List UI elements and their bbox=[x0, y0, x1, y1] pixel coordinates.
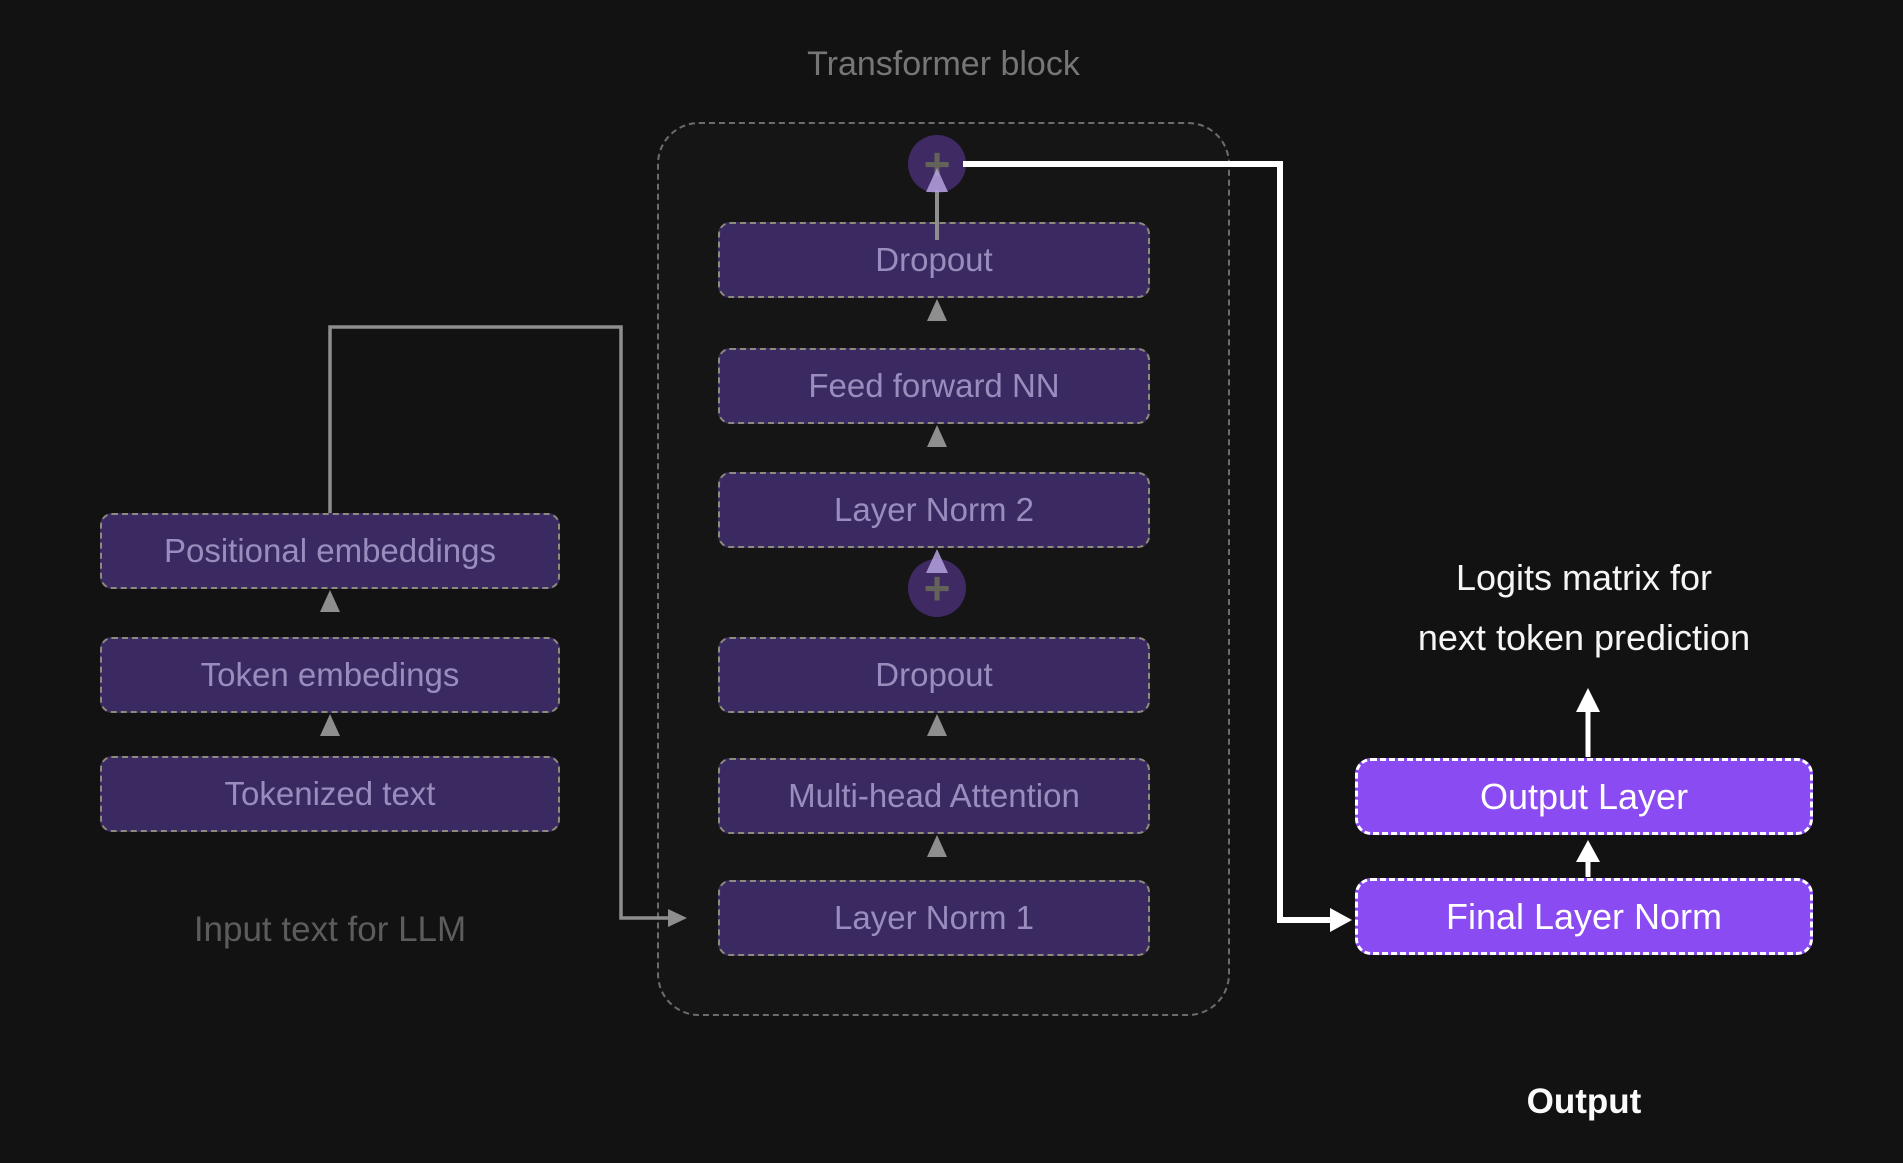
node-tokenized-text: Tokenized text bbox=[100, 756, 560, 832]
node-dropout-upper: Dropout bbox=[718, 222, 1150, 298]
node-label: Multi-head Attention bbox=[788, 777, 1080, 814]
node-token-embedings: Token embedings bbox=[100, 637, 560, 713]
node-final-layer-norm: Final Layer Norm bbox=[1355, 878, 1813, 955]
node-label: Final Layer Norm bbox=[1445, 895, 1723, 937]
node-layer-norm-2: Layer Norm 2 bbox=[718, 472, 1150, 548]
node-label: Tokenized text bbox=[224, 775, 436, 812]
output-caption: Output bbox=[1526, 1082, 1642, 1121]
residual-add-node-mid: + bbox=[908, 559, 966, 617]
node-label: Positional embeddings bbox=[163, 532, 497, 569]
node-output-layer: Output Layer bbox=[1355, 758, 1813, 835]
logits-annotation-line1: Logits matrix for bbox=[1455, 557, 1713, 598]
input-to-layer-norm-1-connector bbox=[328, 325, 687, 927]
node-label: Layer Norm 1 bbox=[834, 899, 1034, 936]
node-label: Layer Norm 2 bbox=[834, 491, 1034, 528]
node-layer-norm-1: Layer Norm 1 bbox=[718, 880, 1150, 956]
logits-annotation-line2: next token prediction bbox=[1417, 617, 1751, 658]
node-positional-embeddings: Positional embeddings bbox=[100, 513, 560, 589]
node-label: Dropout bbox=[875, 241, 993, 278]
node-label: Token embedings bbox=[200, 656, 460, 693]
node-label: Feed forward NN bbox=[808, 367, 1060, 404]
node-label: Dropout bbox=[875, 656, 993, 693]
node-dropout-lower: Dropout bbox=[718, 637, 1150, 713]
node-feed-forward-nn: Feed forward NN bbox=[718, 348, 1150, 424]
arrow-final-layer-norm-to-output-layer bbox=[1576, 840, 1600, 877]
logits-annotation: Logits matrix for next token prediction bbox=[1334, 548, 1834, 668]
input-caption: Input text for LLM bbox=[193, 910, 467, 949]
plus-icon: + bbox=[923, 138, 951, 190]
arrow-output-layer-to-logits bbox=[1576, 688, 1600, 757]
node-multi-head-attention: Multi-head Attention bbox=[718, 758, 1150, 834]
node-label: Output Layer bbox=[1479, 775, 1689, 817]
plus-icon: + bbox=[923, 562, 951, 614]
transformer-block-title: Transformer block bbox=[807, 45, 1080, 83]
residual-add-node-top: + bbox=[908, 135, 966, 193]
